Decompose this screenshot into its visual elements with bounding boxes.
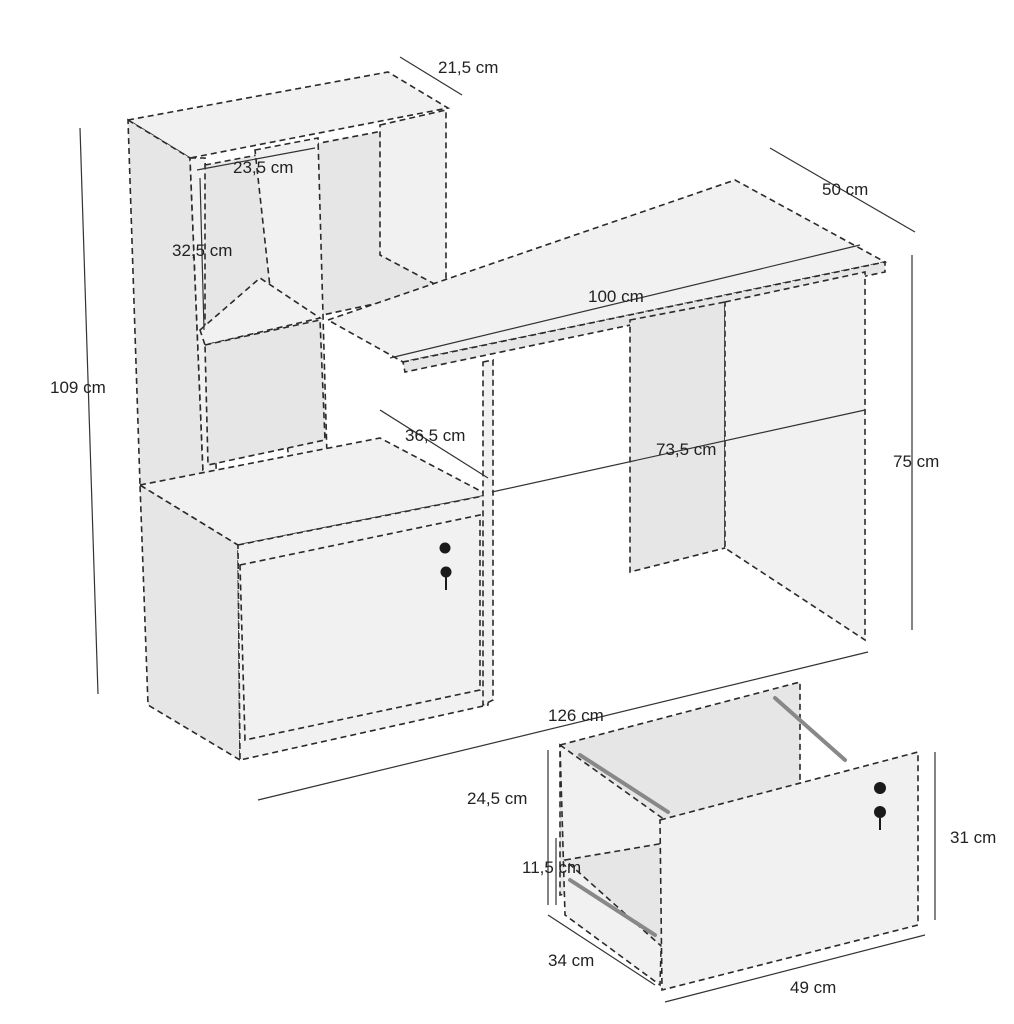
label-leg-span: 73,5 cm — [656, 440, 717, 459]
label-cube-width: 23,5 cm — [233, 158, 294, 177]
cabinet-top-panel — [137, 437, 491, 546]
shelf-top-panel — [125, 71, 451, 159]
label-total-width: 126 cm — [548, 706, 604, 725]
label-desk-height: 75 cm — [893, 452, 940, 471]
dim-line-cube-height — [199, 177, 205, 331]
desk-right-leg-inner — [629, 301, 726, 574]
desk-left-leg — [482, 359, 494, 707]
dim-line-shelf-depth — [399, 56, 463, 96]
drawer-left-rail — [578, 753, 670, 814]
label-desk-width: 100 cm — [588, 287, 644, 306]
dim-line-total-width — [257, 651, 869, 801]
desk-right-leg — [724, 271, 866, 642]
drawer-front-panel — [659, 750, 919, 992]
shelf-right-upright — [379, 108, 447, 292]
dim-line-drawer-width — [664, 934, 926, 1003]
dim-line-cube-width — [196, 147, 316, 171]
drawer-handle-icon — [874, 806, 886, 818]
label-drawer-depth: 34 cm — [548, 951, 595, 970]
label-desk-depth: 50 cm — [822, 180, 869, 199]
shelf-mid-board — [199, 276, 322, 346]
drawer-lock-icon — [874, 782, 886, 794]
cabinet-door — [239, 514, 481, 741]
cabinet-lock-icon — [439, 542, 451, 554]
label-drawer-low-height: 11,5 cm — [522, 858, 582, 877]
dim-line-cabinet-depth — [379, 409, 489, 479]
cabinet-handle-icon — [440, 566, 452, 578]
dim-line-desk-depth — [769, 147, 916, 233]
shelf-lower-back — [204, 319, 326, 466]
label-drawer-front-height: 31 cm — [950, 828, 997, 847]
drawer-lower-rail — [568, 878, 657, 937]
dim-line-desk-width — [389, 244, 861, 359]
dim-line-total-height — [79, 127, 99, 695]
label-drawer-width: 49 cm — [790, 978, 837, 997]
dim-line-drawer-depth — [547, 914, 656, 986]
dim-line-leg-span — [491, 409, 866, 493]
label-total-height: 109 cm — [50, 378, 106, 397]
label-cabinet-depth: 36,5 cm — [405, 426, 466, 445]
label-shelf-depth: 21,5 cm — [438, 58, 499, 77]
cabinet-left-side — [139, 483, 241, 762]
drawer-right-rail — [773, 696, 847, 762]
label-cube-height: 32,5 cm — [172, 241, 233, 260]
label-drawer-inner-height: 24,5 cm — [467, 789, 528, 808]
